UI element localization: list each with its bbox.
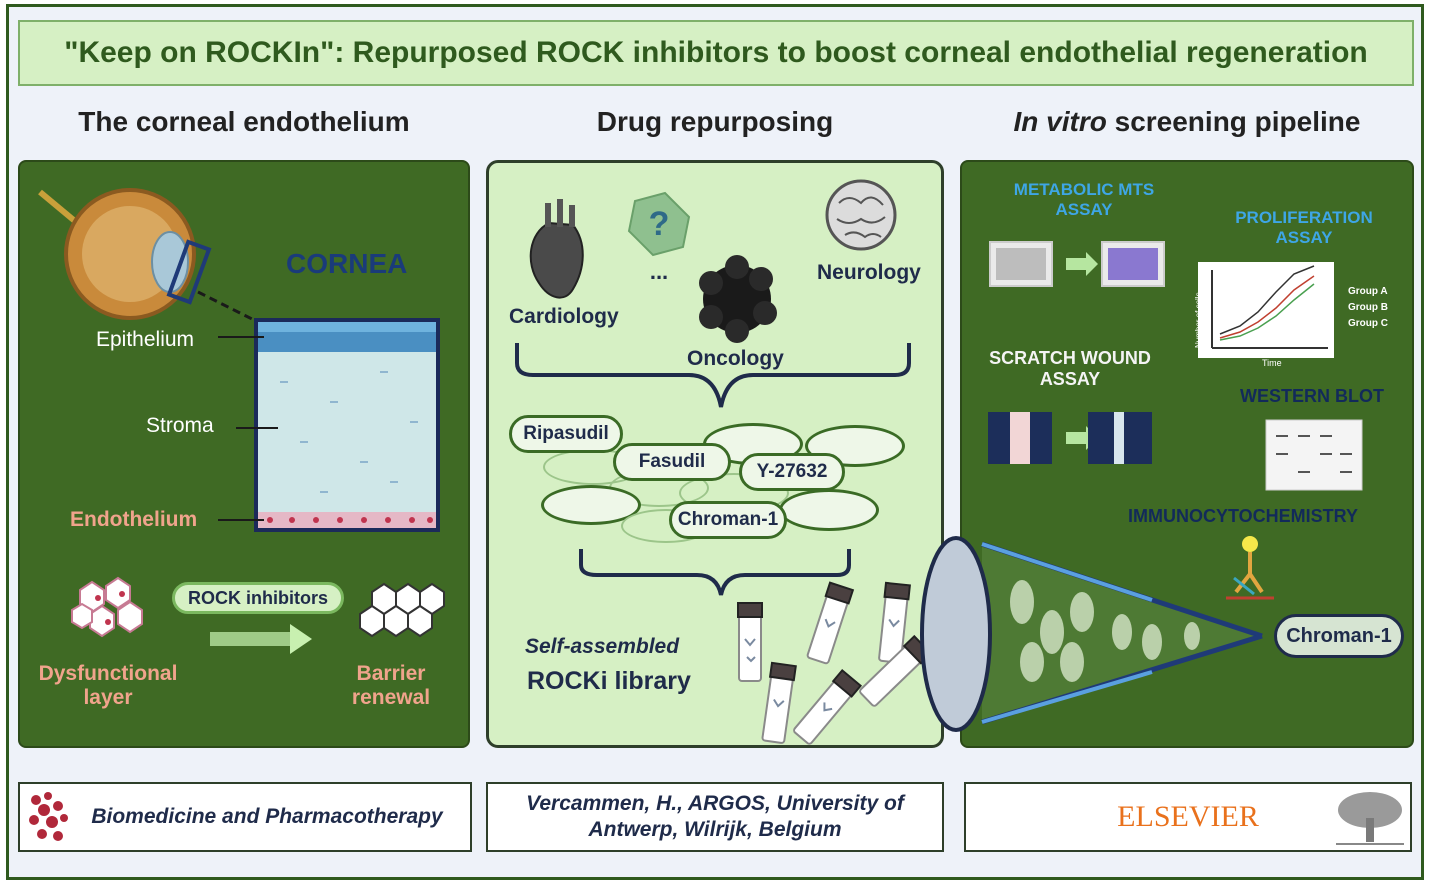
dysfunctional-line1: Dysfunctional	[38, 662, 178, 685]
cornea-label: CORNEA	[286, 248, 408, 279]
title-banner: "Keep on ROCKIn": Repurposed ROCK inhibi…	[18, 20, 1414, 86]
journal-name: Biomedicine and Pharmacotherapy	[91, 805, 443, 828]
barrier-label: Barrier renewal	[336, 662, 446, 710]
pipeline-graphics	[920, 241, 1363, 732]
pipeline-panel: METABOLIC MTS ASSAY PROLIFERATION ASSAY …	[920, 160, 1414, 748]
journal-logo-icon	[29, 792, 68, 841]
column-header-right: In vitro screening pipeline	[960, 106, 1414, 138]
drug-pill-y27632: Y-27632	[739, 453, 845, 491]
author-text: Vercammen, H., ARGOS, University of Antw…	[526, 791, 904, 843]
vial-icon	[737, 581, 933, 745]
question-mark: ?	[649, 205, 670, 243]
author-line1: Vercammen, H., ARGOS, University of	[526, 792, 904, 815]
oncology-label: Oncology	[687, 347, 784, 370]
icc-label: IMMUNOCYTOCHEMISTRY	[1128, 506, 1359, 526]
column-header-middle: Drug repurposing	[596, 106, 834, 137]
prolif-line1: PROLIFERATION	[1235, 208, 1373, 227]
repurposing-panel: ? ... Cardiology Neurology Oncology	[486, 160, 944, 748]
barrier-line1: Barrier	[356, 662, 426, 685]
column-header-left: The corneal endothelium	[78, 106, 410, 137]
cornea-panel: CORNEA Epithelium Stroma Endothelium ROC…	[18, 160, 470, 748]
library-line2: ROCKi library	[527, 667, 691, 695]
prolif-x-axis-label: Time	[1262, 358, 1282, 368]
drug-pill-ripasudil: Ripasudil	[509, 415, 623, 453]
legend-group-b: Group B	[1348, 302, 1388, 313]
result-chroman-pill: Chroman-1	[1274, 614, 1404, 658]
prolif-y-axis-label: Number of cells	[1194, 292, 1203, 348]
footer-journal: Biomedicine and Pharmacotherapy	[18, 782, 472, 852]
neurology-label: Neurology	[817, 261, 921, 284]
mts-line1: METABOLIC MTS	[1013, 180, 1155, 199]
scratch-line2: ASSAY	[1039, 369, 1101, 389]
legend-group-c: Group C	[1348, 318, 1388, 329]
western-blot-label: WESTERN BLOT	[1240, 386, 1384, 406]
column-header-right-italic: In vitro	[1013, 106, 1107, 137]
barrier-line2: renewal	[351, 686, 431, 709]
publisher-name: ELSEVIER	[1117, 800, 1259, 833]
prolif-legend: Group A Group B Group C	[1348, 284, 1388, 332]
proliferation-assay-label: PROLIFERATION ASSAY	[1214, 208, 1394, 248]
dysfunctional-line2: layer	[83, 686, 133, 709]
epithelium-label: Epithelium	[96, 328, 195, 351]
mts-line2: ASSAY	[1055, 200, 1113, 219]
scratch-line1: SCRATCH WOUND	[989, 348, 1151, 368]
scratch-assay-label: SCRATCH WOUND ASSAY	[980, 348, 1160, 390]
author-line2: Antwerp, Wilrijk, Belgium	[588, 818, 842, 841]
mts-assay-label: METABOLIC MTS ASSAY	[992, 180, 1176, 220]
antibody-icon	[1226, 536, 1274, 600]
ellipsis-text: ...	[650, 259, 668, 284]
stroma-label: Stroma	[146, 414, 214, 437]
rock-inhibitors-pill: ROCK inhibitors	[172, 582, 344, 614]
cell-shape	[779, 489, 879, 531]
brain-icon	[825, 179, 897, 251]
legend-group-a: Group A	[1348, 286, 1388, 297]
repurposing-graphics: ? ...	[515, 179, 933, 745]
cardiology-label: Cardiology	[509, 305, 619, 328]
page-title: "Keep on ROCKIn": Repurposed ROCK inhibi…	[64, 36, 1368, 69]
drug-pill-fasudil: Fasudil	[613, 443, 731, 481]
prolif-line2: ASSAY	[1275, 228, 1333, 247]
tumor-icon	[699, 255, 777, 343]
library-line1: Self-assembled	[525, 635, 680, 658]
endothelium-label: Endothelium	[70, 508, 198, 531]
column-header-right-rest: screening pipeline	[1106, 106, 1361, 137]
dysfunctional-label: Dysfunctional layer	[38, 662, 178, 710]
heart-icon	[529, 199, 584, 299]
eye-icon	[38, 188, 445, 654]
footer-publisher: ELSEVIER	[964, 782, 1412, 852]
drug-pill-chroman: Chroman-1	[669, 501, 787, 539]
footer-author: Vercammen, H., ARGOS, University of Antw…	[486, 782, 944, 852]
elsevier-tree-icon	[1336, 792, 1404, 845]
